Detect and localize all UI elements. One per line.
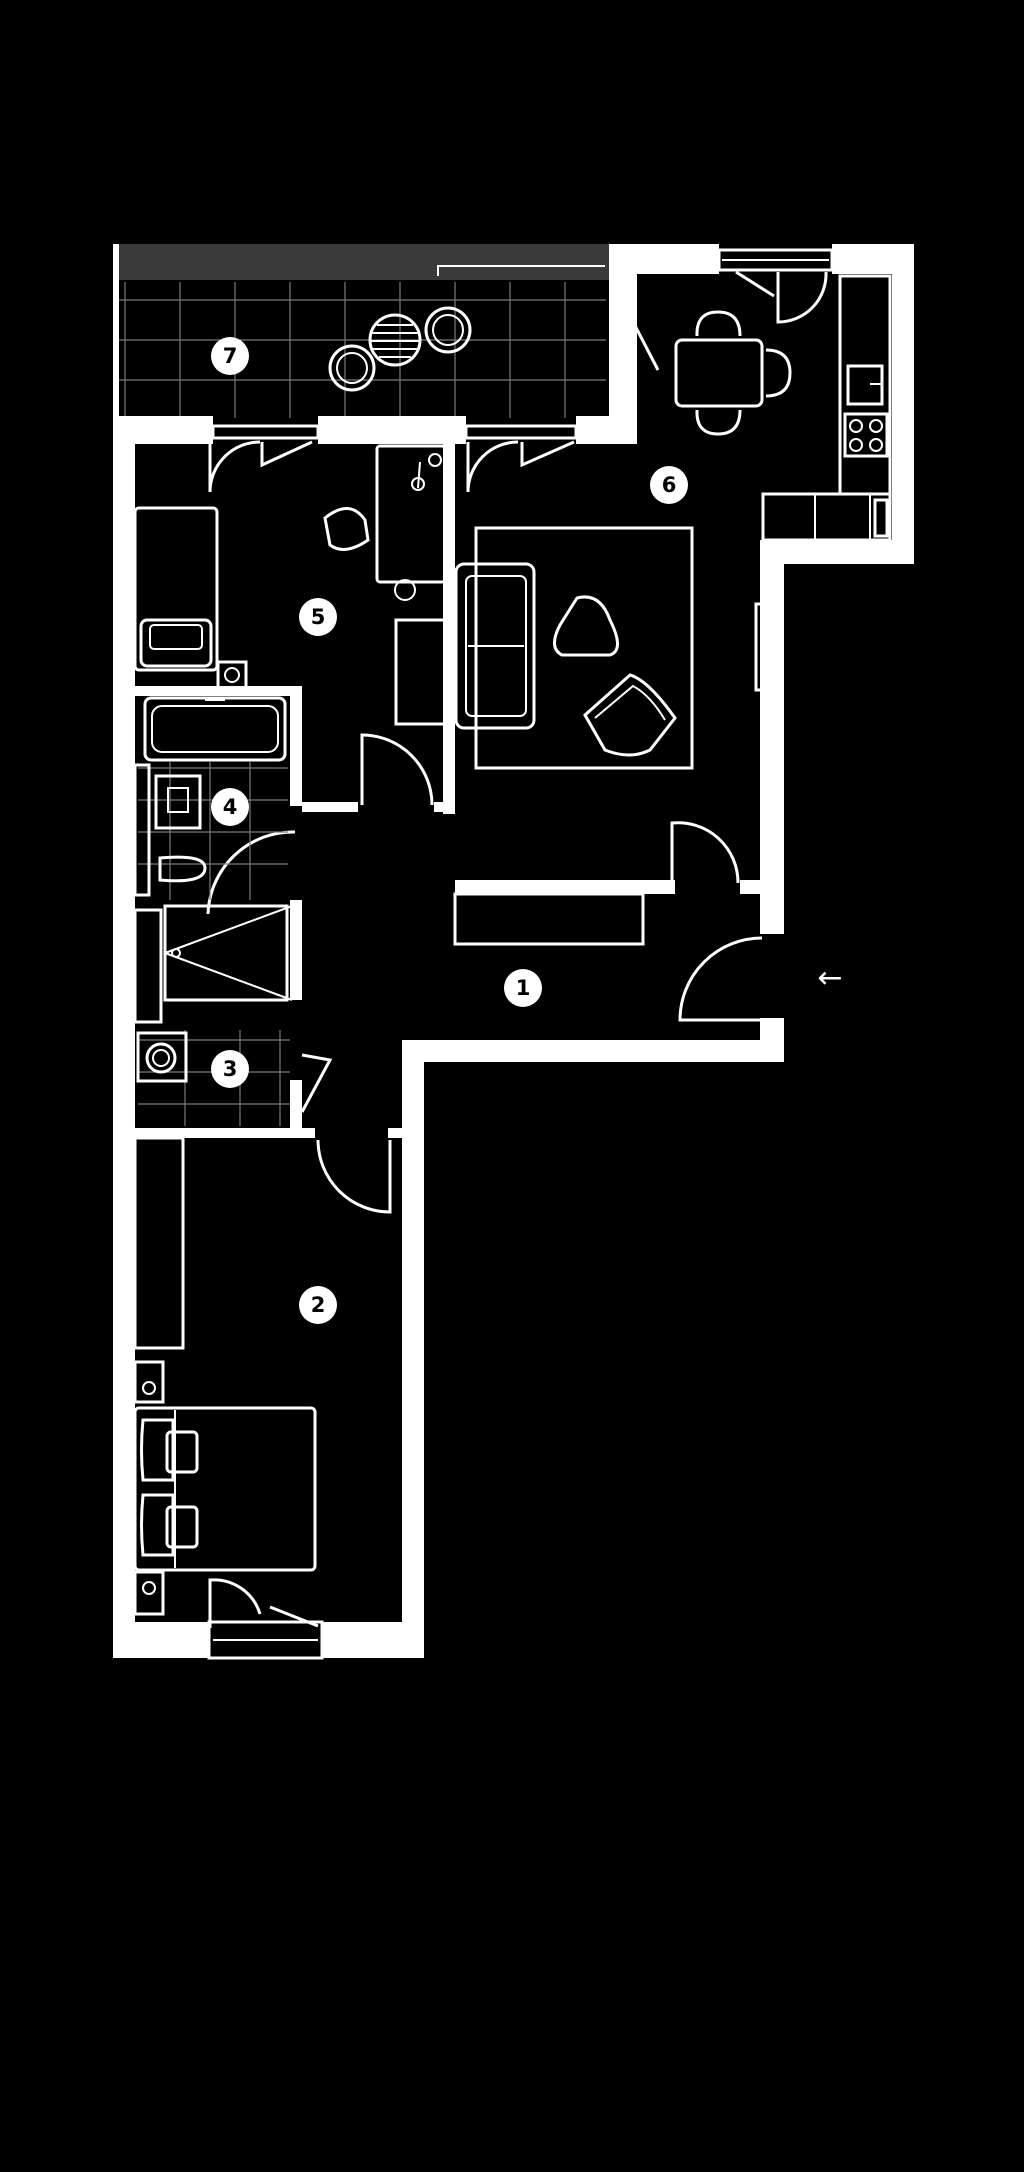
- bathroom-4: [133, 696, 293, 1024]
- armchair: [583, 673, 677, 757]
- balcony-table-set: [328, 306, 472, 392]
- kitchen-base-units: [761, 492, 892, 542]
- room-label: 5: [311, 605, 326, 629]
- dining-chair-right: [765, 348, 792, 398]
- dining-chair-bottom: [695, 409, 742, 436]
- room-badge-6: 6: [650, 466, 688, 504]
- living-furniture: [454, 274, 892, 770]
- pillow-top: [140, 1418, 175, 1482]
- balcony: [113, 244, 609, 418]
- interior-walls: [135, 444, 768, 1138]
- wardrobe: [394, 618, 448, 726]
- doors: [206, 270, 828, 1628]
- double-bed: [133, 1406, 317, 1572]
- rug: [474, 526, 694, 770]
- single-bed: [133, 506, 219, 672]
- room-label: 1: [516, 976, 531, 1000]
- walls: [113, 244, 914, 1658]
- shower: [163, 904, 289, 1002]
- bathtub: [143, 696, 287, 762]
- washing-machine: [136, 1031, 188, 1083]
- room-badge-3: 3: [211, 1050, 249, 1088]
- sofa: [454, 562, 536, 730]
- room-badge-5: 5: [299, 598, 337, 636]
- room-badge-1: 1: [504, 969, 542, 1007]
- hall-wardrobe: [453, 892, 645, 946]
- nightstand-bottom: [133, 1570, 165, 1616]
- windows: [207, 248, 834, 1660]
- balcony-roof-edge: [113, 244, 609, 280]
- toilet: [158, 855, 207, 883]
- room-label: 2: [311, 1293, 326, 1317]
- washbasin: [154, 774, 202, 830]
- hall-furniture: [453, 892, 645, 946]
- bedroom-2-wardrobe: [133, 1136, 185, 1350]
- nightstand-top: [133, 1360, 165, 1404]
- room-badge-2: 2: [299, 1286, 337, 1324]
- room-label: 6: [662, 473, 677, 497]
- bedroom-5-furniture: [133, 444, 448, 726]
- balcony-drain-line: [437, 265, 605, 276]
- dining-table: [674, 338, 764, 408]
- cooktop: [843, 412, 889, 458]
- room-badge-4: 4: [211, 788, 249, 826]
- dining-chair-top: [695, 310, 742, 337]
- desk-chair: [323, 507, 370, 551]
- coffee-table: [553, 595, 619, 657]
- room-label: 3: [223, 1057, 238, 1081]
- room-badge-7: 7: [211, 337, 249, 375]
- pillow-bottom: [140, 1493, 175, 1557]
- room-label: 7: [223, 344, 238, 368]
- nightstand: [216, 660, 248, 690]
- bedroom-2-furniture: [133, 1136, 317, 1616]
- room-label: 4: [223, 795, 238, 819]
- entrance-arrow-icon: ←: [817, 961, 842, 996]
